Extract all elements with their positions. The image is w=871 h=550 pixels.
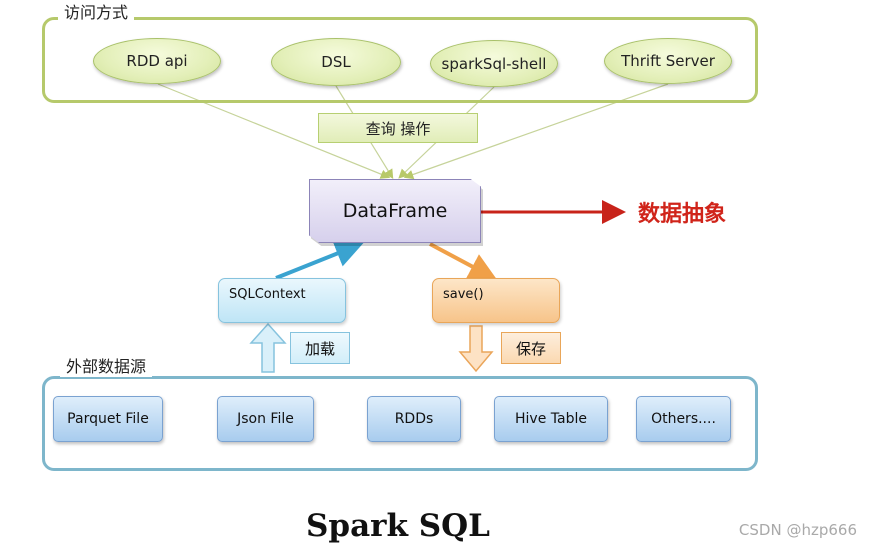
source-hive-table: Hive Table: [494, 396, 608, 442]
save-node: save(): [432, 278, 560, 323]
csdn-watermark: CSDN @hzp666: [738, 521, 857, 539]
load-block-arrow: [249, 322, 287, 373]
data-abstraction-label: 数据抽象: [638, 202, 727, 227]
access-dsl: DSL: [271, 38, 401, 86]
source-json-file: Json File: [217, 396, 314, 442]
source-parquet-file: Parquet File: [53, 396, 163, 442]
load-tag: 加载: [290, 332, 350, 364]
source-rdds: RDDs: [367, 396, 461, 442]
external-sources-label: 外部数据源: [60, 357, 153, 377]
save-tag: 保存: [501, 332, 561, 364]
sqlcontext-node: SQLContext: [218, 278, 346, 323]
access-sparksql-shell: sparkSql-shell: [430, 40, 558, 87]
external-sources-group: [42, 376, 758, 471]
access-thrift-server: Thrift Server: [604, 38, 732, 84]
access-methods-group: [42, 17, 758, 103]
source-others: Others....: [636, 396, 731, 442]
dataframe-to-save-arrow: [429, 242, 498, 280]
load-to-dataframe-arrow: [275, 240, 364, 280]
dataframe-node: DataFrame: [309, 179, 481, 243]
save-block-arrow: [458, 325, 494, 373]
access-methods-label: 访问方式: [58, 3, 135, 23]
access-rdd-api: RDD api: [93, 38, 221, 84]
query-operation-box: 查询 操作: [318, 113, 478, 143]
diagram-caption: Spark SQL: [306, 508, 490, 544]
